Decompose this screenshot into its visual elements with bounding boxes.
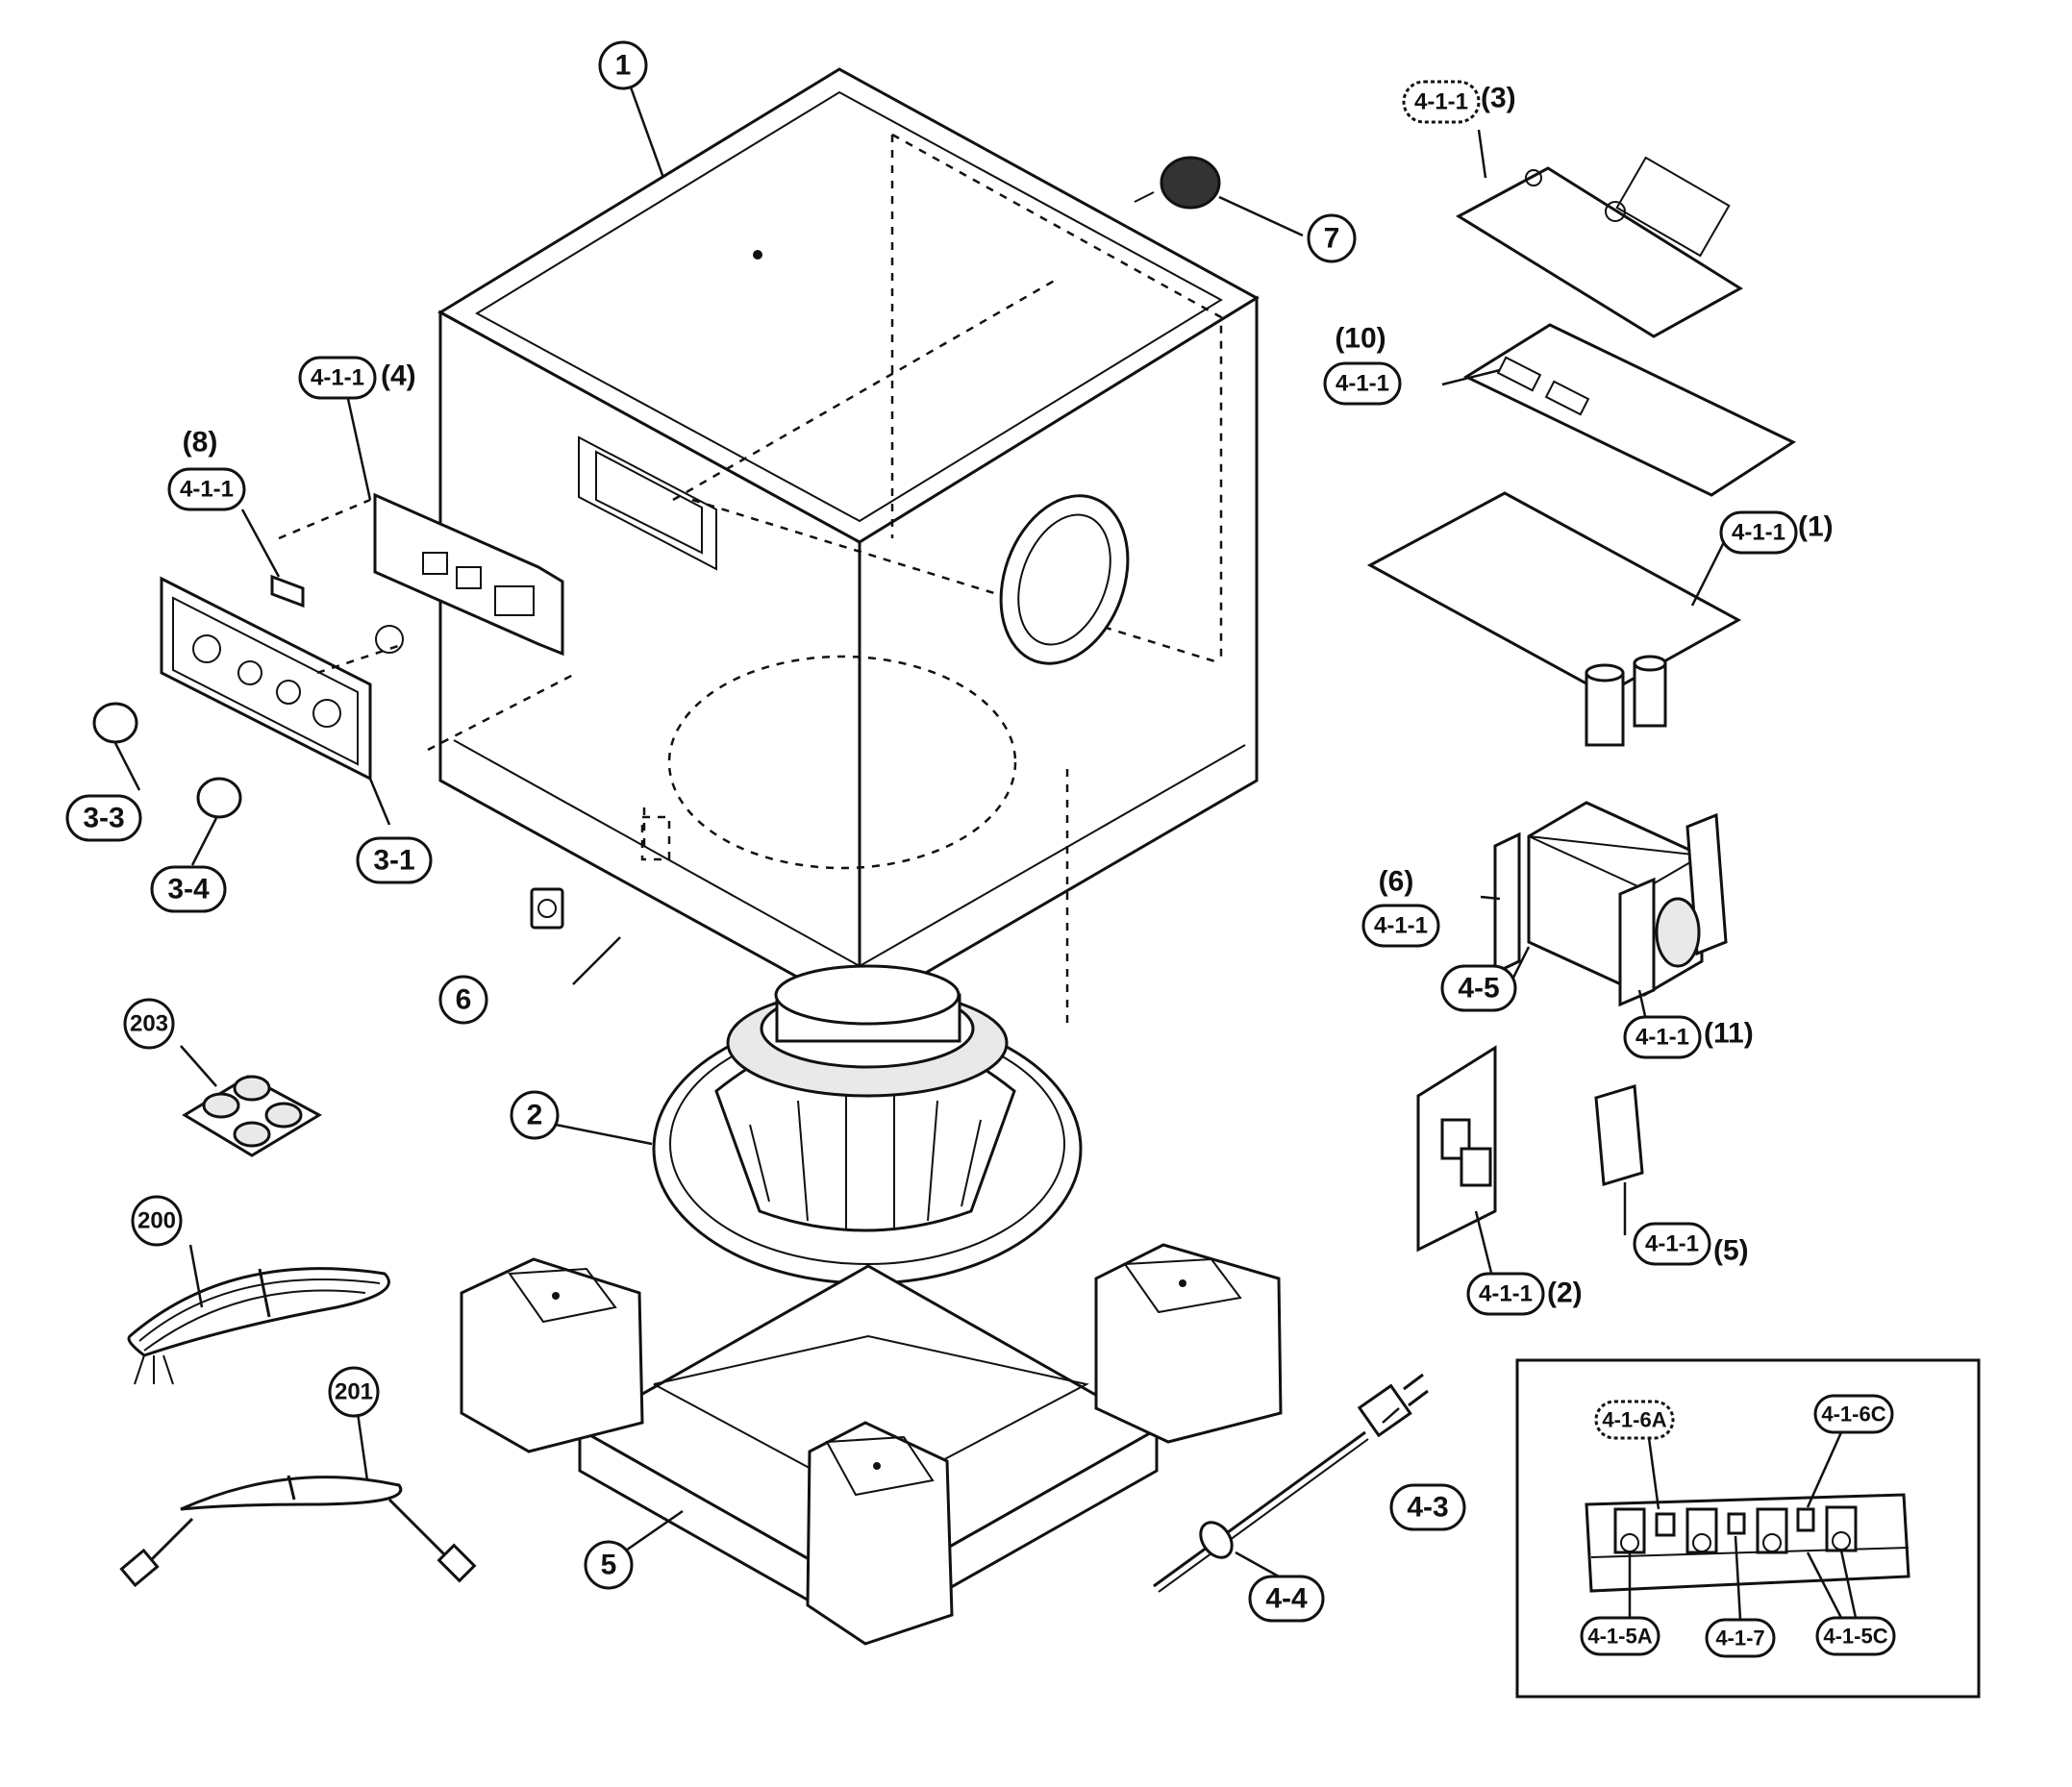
svg-text:(1): (1) (1798, 511, 1834, 543)
svg-text:(3): (3) (1481, 83, 1516, 114)
rca-cord-drawing (119, 1475, 477, 1588)
callout-4-4: 4-4 (1248, 1575, 1325, 1623)
svg-text:4-1-6C: 4-1-6C (1821, 1402, 1885, 1427)
callout-201: 201 (328, 1366, 380, 1418)
callout-3-1: 3-1 (356, 836, 433, 884)
svg-text:(10): (10) (1335, 323, 1385, 355)
svg-text:4-1-6A: 4-1-6A (1602, 1408, 1666, 1432)
callout-5: 5 (584, 1540, 634, 1590)
svg-text:4-1-1: 4-1-1 (1732, 520, 1785, 546)
svg-text:(11): (11) (1704, 1018, 1754, 1050)
svg-text:4-1-1: 4-1-1 (1635, 1025, 1689, 1051)
svg-text:4-1-1: 4-1-1 (311, 365, 364, 391)
svg-text:4-1-1: 4-1-1 (1414, 89, 1468, 115)
svg-text:3-3: 3-3 (83, 803, 124, 834)
cabinet-drawing (437, 67, 1260, 1029)
svg-text:5: 5 (601, 1550, 617, 1581)
callout-4-5: 4-5 (1440, 964, 1517, 1012)
svg-text:7: 7 (1324, 223, 1340, 255)
callout-3-3: 3-3 (65, 794, 142, 842)
callout-2: 2 (510, 1090, 560, 1140)
svg-text:2: 2 (527, 1100, 543, 1131)
callout-4-3: 4-3 (1389, 1483, 1466, 1531)
pad-sheet-drawing (182, 1075, 323, 1157)
svg-text:(4): (4) (381, 360, 416, 392)
pcb-1-drawing (1366, 491, 1742, 747)
svg-text:4-1-7: 4-1-7 (1715, 1626, 1764, 1650)
pcb-10-drawing (1462, 323, 1797, 497)
woofer-drawing (652, 964, 1083, 1285)
svg-text:203: 203 (130, 1011, 168, 1037)
svg-text:200: 200 (137, 1208, 176, 1234)
callout-pcb-8: (8) 4-1-1 (167, 427, 246, 511)
power-cord-drawing (1153, 1373, 1429, 1593)
svg-text:4-5: 4-5 (1458, 973, 1499, 1005)
front-panel-drawing (92, 492, 578, 819)
svg-text:4-1-1: 4-1-1 (1645, 1231, 1699, 1257)
inset-leader-lines (1628, 1431, 1858, 1621)
callout-pcb-4: 4-1-1 (4) (298, 356, 416, 400)
callout-inset-6c: 4-1-6C (1813, 1394, 1894, 1434)
svg-text:1: 1 (615, 50, 632, 82)
callout-6: 6 (438, 975, 488, 1025)
svg-text:(5): (5) (1713, 1235, 1749, 1267)
svg-text:4-1-1: 4-1-1 (1336, 371, 1389, 397)
svg-text:3-4: 3-4 (167, 874, 210, 906)
svg-text:4-1-1: 4-1-1 (1374, 913, 1428, 939)
cap-drawing (1134, 156, 1221, 210)
callout-200: 200 (131, 1195, 183, 1247)
svg-text:4-1-1: 4-1-1 (180, 477, 234, 503)
callout-pcb-5: 4-1-1 (5) (1633, 1222, 1749, 1267)
svg-text:(6): (6) (1379, 866, 1414, 898)
transformer-drawing (1493, 801, 1728, 1007)
svg-text:4-1-5C: 4-1-5C (1823, 1625, 1887, 1649)
speaker-cord-drawing (127, 1267, 390, 1385)
callout-pcb-10: (10) 4-1-1 (1323, 323, 1402, 406)
svg-text:4-1-5A: 4-1-5A (1587, 1625, 1652, 1649)
svg-text:(2): (2) (1547, 1278, 1583, 1309)
pcb-3-drawing (1455, 156, 1743, 338)
leader-lines (113, 84, 1728, 1578)
callout-7: 7 (1307, 213, 1357, 263)
svg-text:3-1: 3-1 (373, 845, 414, 877)
pcb-5-drawing (1594, 1084, 1644, 1186)
callout-pcb-2: 4-1-1 (2) (1466, 1272, 1583, 1316)
callout-pcb-11: 4-1-1 (11) (1623, 1015, 1754, 1059)
callout-inset-5c: 4-1-5C (1815, 1616, 1896, 1656)
callout-203: 203 (123, 998, 175, 1050)
svg-text:4-4: 4-4 (1265, 1583, 1308, 1615)
svg-text:(8): (8) (183, 427, 218, 459)
svg-text:6: 6 (456, 984, 472, 1016)
callout-inset-6a: 4-1-6A (1594, 1400, 1675, 1440)
callout-inset-7: 4-1-7 (1705, 1618, 1776, 1658)
callout-pcb-3: 4-1-1 (3) (1402, 80, 1516, 124)
callout-pcb-6: (6) 4-1-1 (1361, 866, 1440, 948)
callout-3-4: 3-4 (150, 865, 227, 913)
svg-text:4-1-1: 4-1-1 (1479, 1281, 1533, 1307)
callout-pcb-1: 4-1-1 (1) (1719, 510, 1834, 555)
callout-inset-5a: 4-1-5A (1580, 1616, 1660, 1656)
base-drawing (460, 1243, 1283, 1646)
svg-text:201: 201 (335, 1379, 373, 1405)
jack-drawing (530, 887, 564, 930)
svg-text:4-3: 4-3 (1407, 1492, 1448, 1524)
callout-1: 1 (598, 40, 648, 90)
pcb-2-drawing (1416, 1045, 1497, 1253)
